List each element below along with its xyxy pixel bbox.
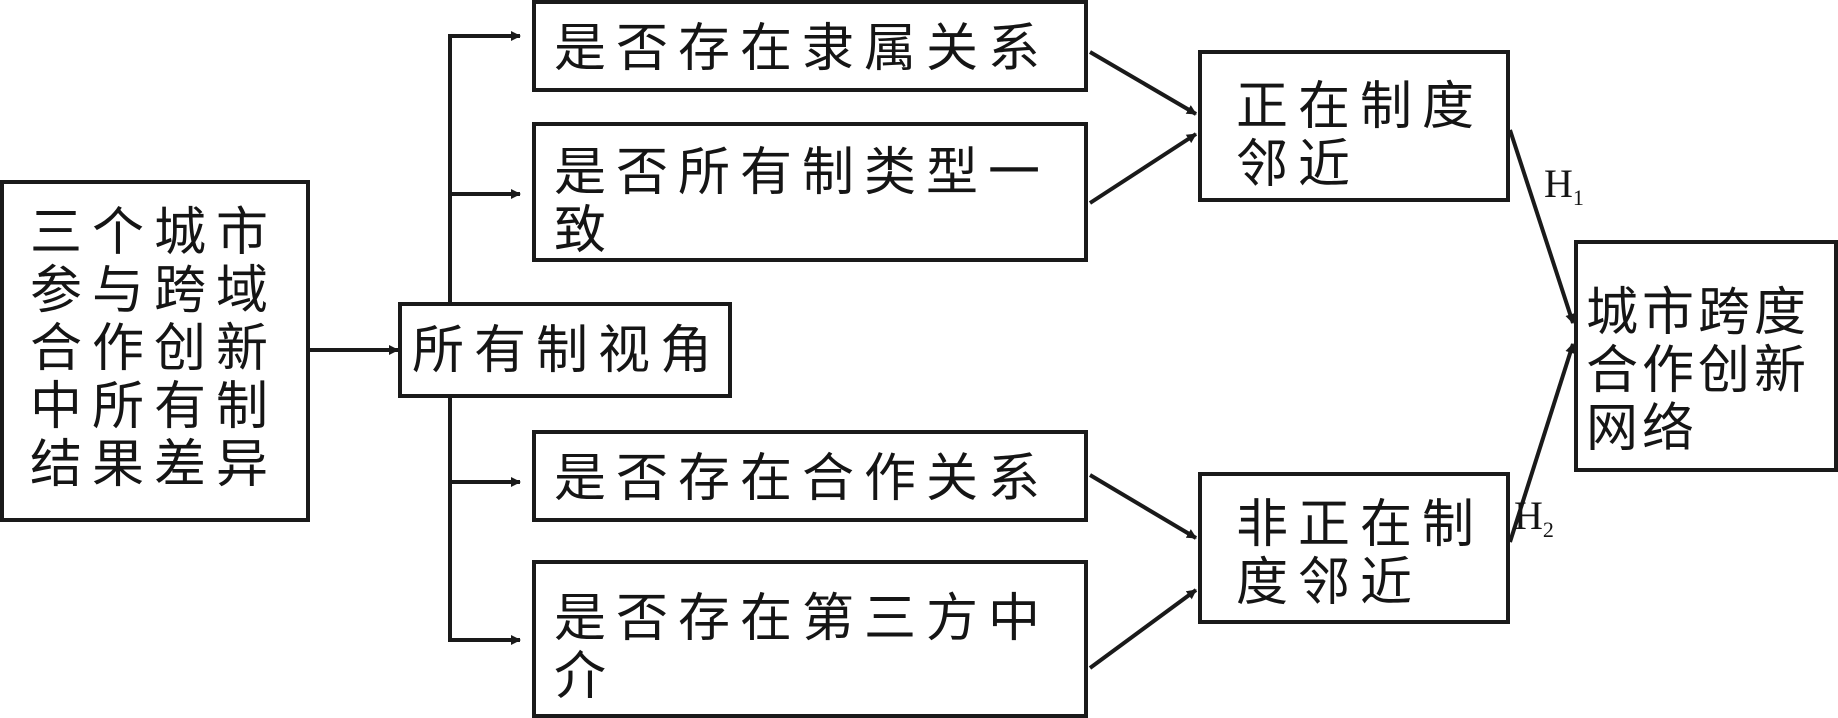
hypothesis-h2-label: H2 (1514, 494, 1554, 552)
perspective-box-label: 所有制视角 (412, 321, 723, 381)
hypothesis-h1-letter: H (1544, 161, 1573, 206)
formal-proximity-box-label: 正在制度邻近 (1236, 77, 1485, 195)
cooperation-box-label: 是否存在合作关系 (554, 449, 1051, 509)
hypothesis-h2-index: 2 (1542, 517, 1554, 542)
source-box-label: 三个城市参与跨域合作创新中所有制结果差异 (30, 203, 279, 495)
arrow-informal-to-network (1508, 343, 1576, 543)
informal-proximity-box: 非正在制度邻近 (1198, 472, 1510, 624)
subordination-box: 是否存在隶属关系 (532, 0, 1088, 92)
network-box: 城市跨度合作创新网络 (1574, 240, 1838, 472)
arrow-subordination-to-formal (1088, 50, 1198, 116)
source-box: 三个城市参与跨域合作创新中所有制结果差异 (0, 180, 310, 522)
third-party-box: 是否存在第三方中介 (532, 560, 1088, 718)
arrow-thirdparty-to-informal (1088, 588, 1198, 670)
hypothesis-h1-label: H1 (1544, 162, 1584, 220)
formal-proximity-box: 正在制度邻近 (1198, 50, 1510, 202)
arrow-cooperation-to-informal (1088, 473, 1198, 540)
arrow-formal-to-network (1508, 129, 1575, 324)
subordination-box-label: 是否存在隶属关系 (554, 19, 1051, 79)
third-party-box-label: 是否存在第三方中介 (554, 589, 1051, 707)
ownership-type-box: 是否所有制类型一致 (532, 122, 1088, 262)
network-box-label: 城市跨度合作创新网络 (1586, 283, 1811, 459)
hypothesis-h2-letter: H (1514, 493, 1543, 538)
arrow-ownership-to-formal (1088, 132, 1198, 205)
informal-proximity-box-label: 非正在制度邻近 (1236, 495, 1485, 613)
ownership-type-box-label: 是否所有制类型一致 (554, 143, 1051, 261)
cooperation-box: 是否存在合作关系 (532, 430, 1088, 522)
hypothesis-h1-index: 1 (1572, 185, 1584, 210)
perspective-box: 所有制视角 (398, 302, 732, 398)
